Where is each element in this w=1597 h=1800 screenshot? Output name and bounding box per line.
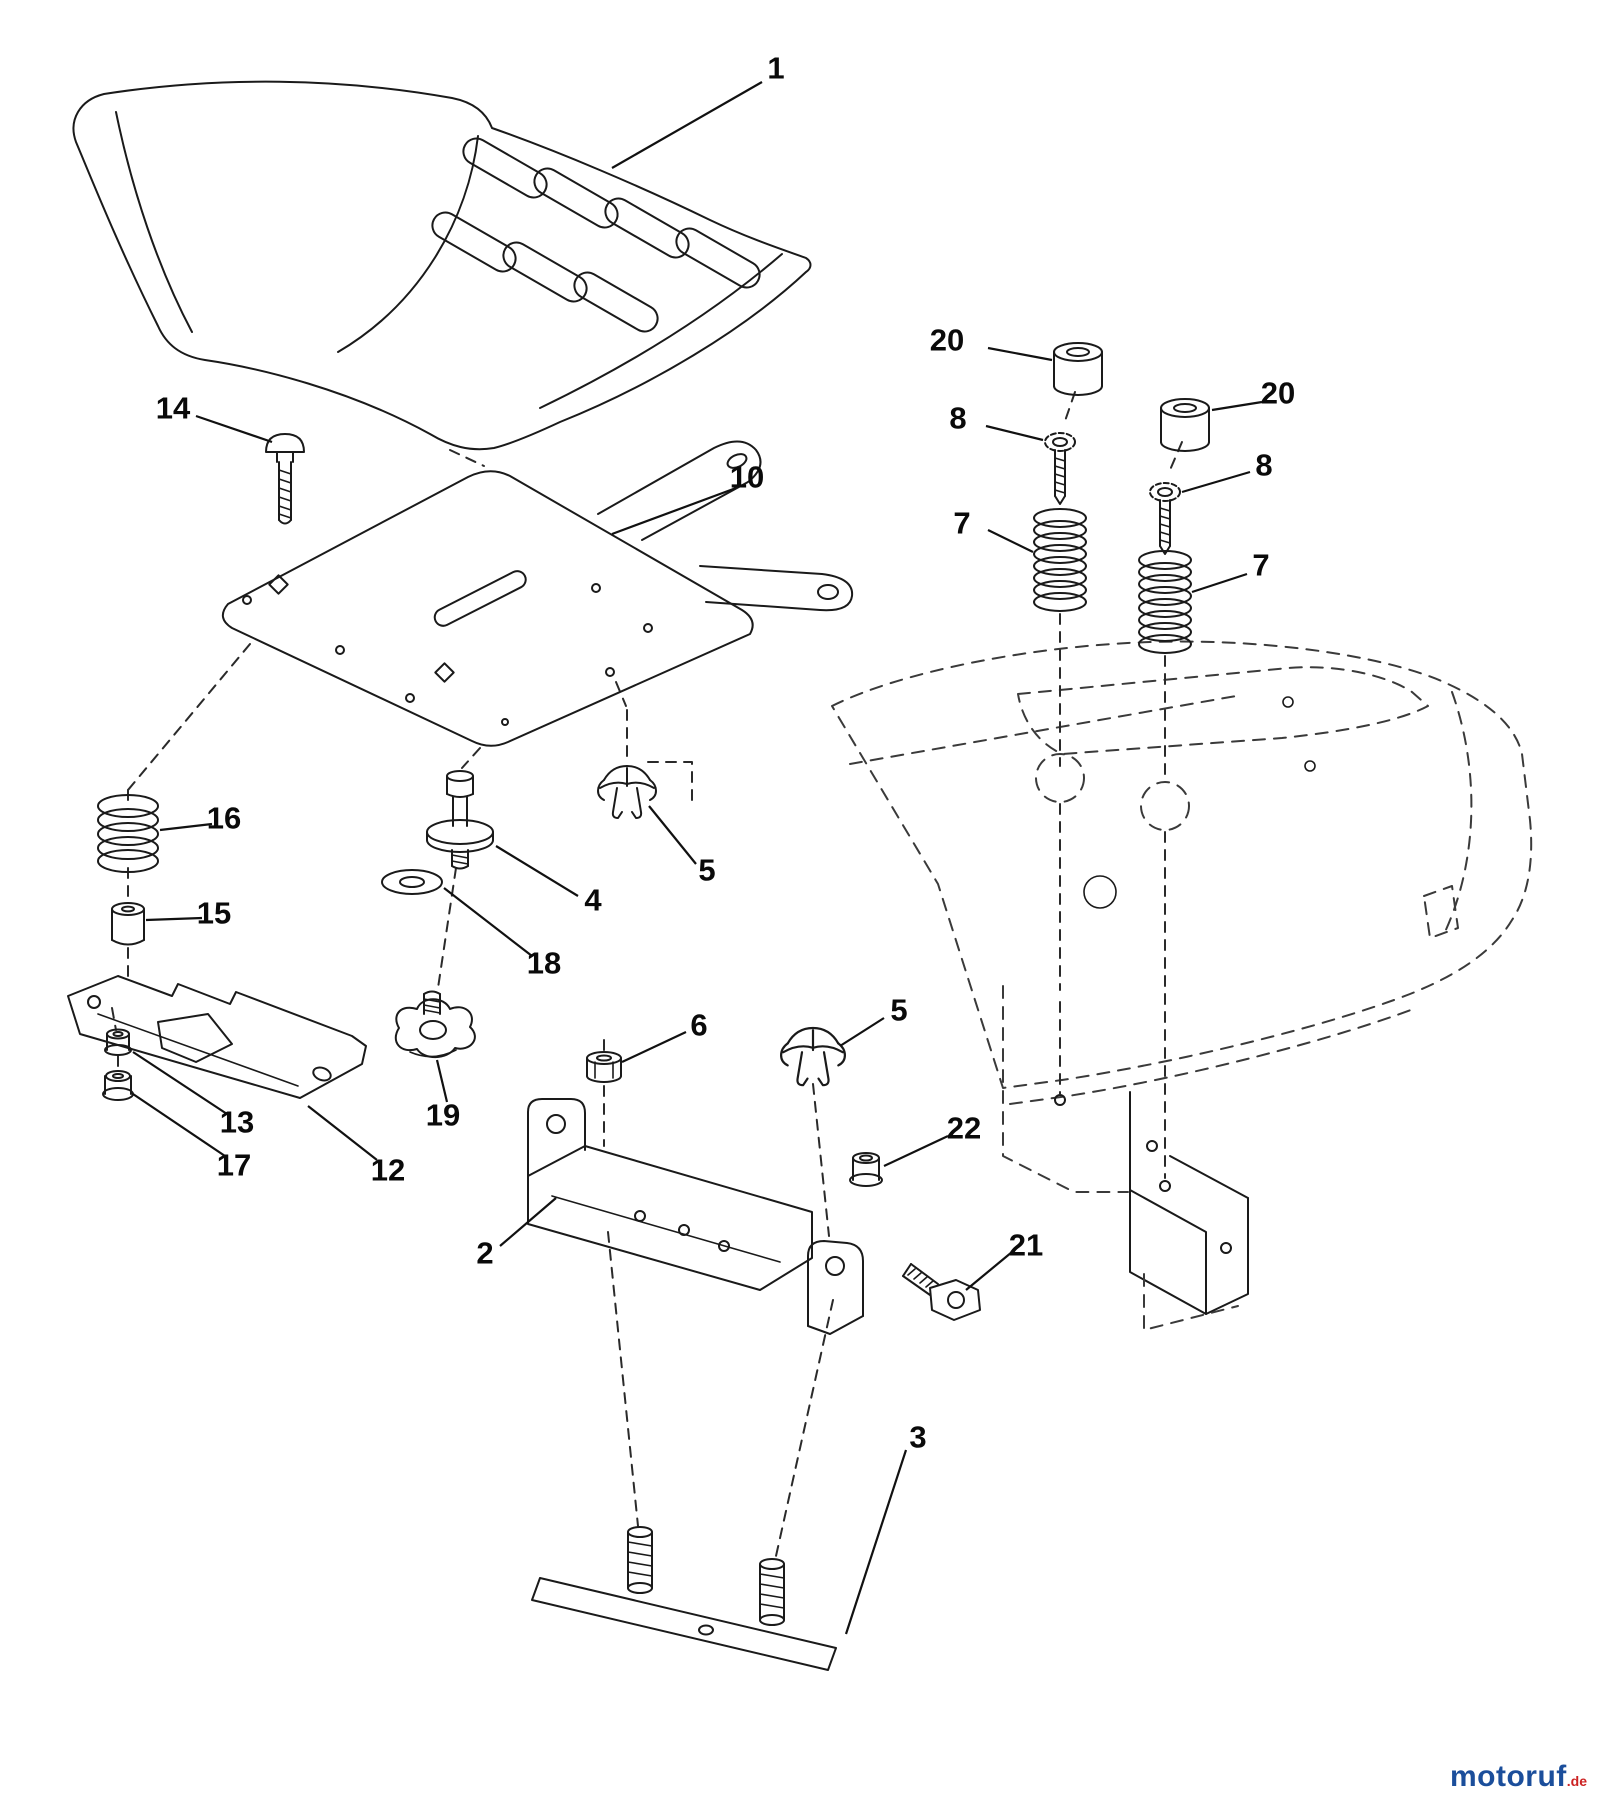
clip-part-5-upper [597,765,657,819]
part-callout-17: 17 [217,1148,251,1183]
seat-bracket-part-2 [527,1098,864,1335]
seat-part-1 [72,80,812,451]
part-callout-15: 15 [197,896,231,931]
part-callout-8-left: 8 [949,401,966,436]
spring-part-7-right [1138,550,1192,654]
watermark-brand: motoruf [1449,1760,1567,1793]
hex-bolt-part-21 [902,1263,981,1321]
part-callouts: 1 14 10 20 20 8 8 7 7 16 15 4 5 18 19 13… [156,51,1295,1455]
hex-nut-part-6 [586,1051,622,1083]
adjuster-plate-part-12 [67,975,367,1099]
part-callout-22: 22 [947,1111,981,1146]
part-callout-8-right: 8 [1255,448,1272,483]
spring-part-16 [97,794,159,873]
part-callout-14: 14 [156,391,191,426]
part-callout-5-upper: 5 [698,853,715,888]
watermark-logo: motoruf.de [1450,1760,1587,1794]
cap-part-20-right [1160,398,1210,452]
watermark-tld: .de [1566,1773,1587,1789]
part-callout-20-right: 20 [1261,376,1295,411]
part-callout-3: 3 [909,1420,926,1455]
washer-part-18 [381,869,443,895]
part-callout-1: 1 [767,51,784,86]
leader-lines [132,81,1263,1635]
part-callout-6: 6 [690,1008,707,1043]
fender-reference-holes [1083,696,1316,909]
part-callout-7-right: 7 [1252,548,1269,583]
part-callout-2: 2 [476,1236,493,1271]
part-callout-10: 10 [730,460,764,495]
cap-part-20-left [1053,342,1103,396]
seat-plate-part-10 [221,440,854,747]
fender-reference-outline [831,640,1533,1105]
part-callout-4: 4 [584,883,602,918]
clip-part-5-lower [779,1026,847,1087]
part-callout-13: 13 [220,1105,254,1140]
chassis-bracket-dashed [1002,985,1239,1331]
screw-part-8-left [1044,432,1076,505]
spring-part-7-left [1033,508,1087,612]
knob-part-19 [394,990,476,1059]
mounting-plate-part-3 [531,1526,837,1671]
flange-nut-part-13 [104,1028,132,1056]
part-callout-12: 12 [371,1153,405,1188]
part-callout-16: 16 [207,801,241,836]
part-callout-18: 18 [527,946,561,981]
part-callout-21: 21 [1009,1228,1043,1263]
spacer-part-15 [111,902,145,946]
screw-part-8-right [1149,482,1181,555]
part-callout-20-left: 20 [930,323,964,358]
assembly-center-lines [111,391,1183,1557]
part-callout-7-left: 7 [953,506,970,541]
part-callout-19: 19 [426,1098,460,1133]
carriage-bolt-part-14 [265,433,305,525]
chassis-bracket [1054,1091,1249,1315]
part-callout-5-lower: 5 [890,993,907,1028]
shoulder-screw-part-4 [426,770,494,870]
locknut-part-22 [849,1152,883,1187]
flange-nut-part-17 [102,1070,134,1101]
